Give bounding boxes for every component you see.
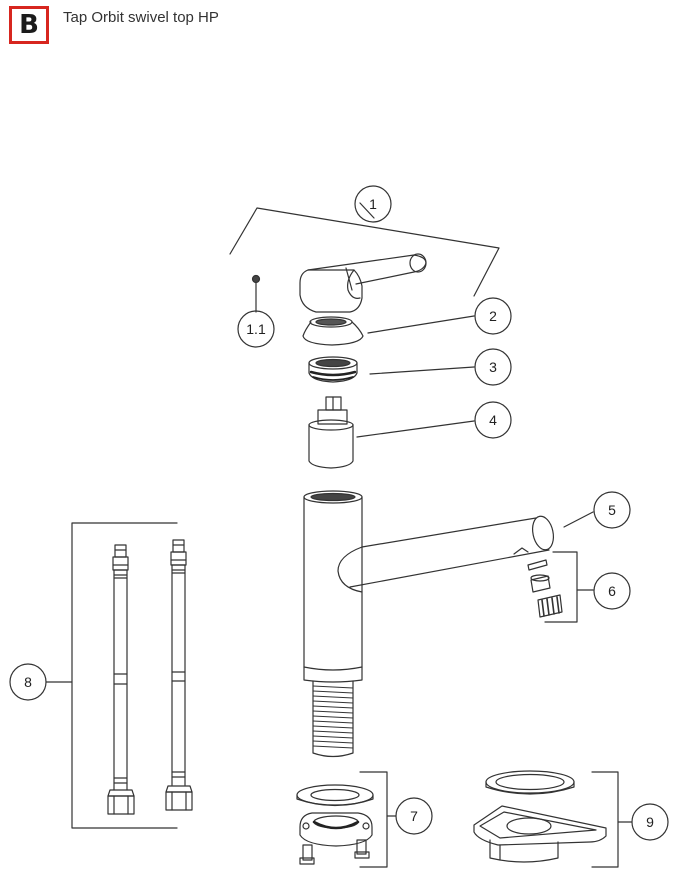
flexible-hose-right bbox=[165, 539, 193, 811]
section-letter: B bbox=[19, 10, 39, 40]
tap-body bbox=[303, 490, 555, 683]
callout-label-3: 3 bbox=[489, 359, 497, 375]
callout-6: 6 bbox=[593, 572, 631, 610]
grub-screw bbox=[251, 274, 261, 284]
support-bracket bbox=[473, 805, 607, 863]
aerator-set bbox=[527, 559, 563, 618]
callout-label-5: 5 bbox=[608, 502, 616, 518]
callout-5: 5 bbox=[593, 491, 631, 529]
section-badge: B bbox=[9, 6, 49, 44]
support-washer bbox=[485, 770, 575, 795]
callout-label-1: 1 bbox=[369, 196, 377, 212]
fixing-washer bbox=[296, 784, 374, 807]
callout-label-9: 9 bbox=[646, 814, 654, 830]
callout-label-4: 4 bbox=[489, 412, 497, 428]
callout-8: 8 bbox=[9, 663, 47, 701]
locking-nut bbox=[308, 356, 358, 383]
callout-label-8: 8 bbox=[24, 674, 32, 690]
callout-label-6: 6 bbox=[608, 583, 616, 599]
callout-4: 4 bbox=[474, 401, 512, 439]
leader-lines bbox=[45, 202, 633, 868]
callout-label-2: 2 bbox=[489, 308, 497, 324]
fixing-plate bbox=[299, 812, 373, 865]
diagram-title: Tap Orbit swivel top HP bbox=[63, 9, 219, 26]
callout-1-1: 1.1 bbox=[237, 310, 275, 348]
lever-handle bbox=[299, 253, 427, 313]
callout-label-1-1: 1.1 bbox=[246, 321, 266, 337]
cartridge bbox=[308, 396, 354, 469]
callout-9: 9 bbox=[631, 803, 669, 841]
callout-1: 1 bbox=[354, 185, 392, 223]
callout-2: 2 bbox=[474, 297, 512, 335]
flexible-hose-left bbox=[107, 544, 135, 815]
cover-cap bbox=[302, 316, 364, 346]
callout-label-7: 7 bbox=[410, 808, 418, 824]
threaded-shank bbox=[312, 680, 354, 758]
callout-7: 7 bbox=[395, 797, 433, 835]
callout-3: 3 bbox=[474, 348, 512, 386]
